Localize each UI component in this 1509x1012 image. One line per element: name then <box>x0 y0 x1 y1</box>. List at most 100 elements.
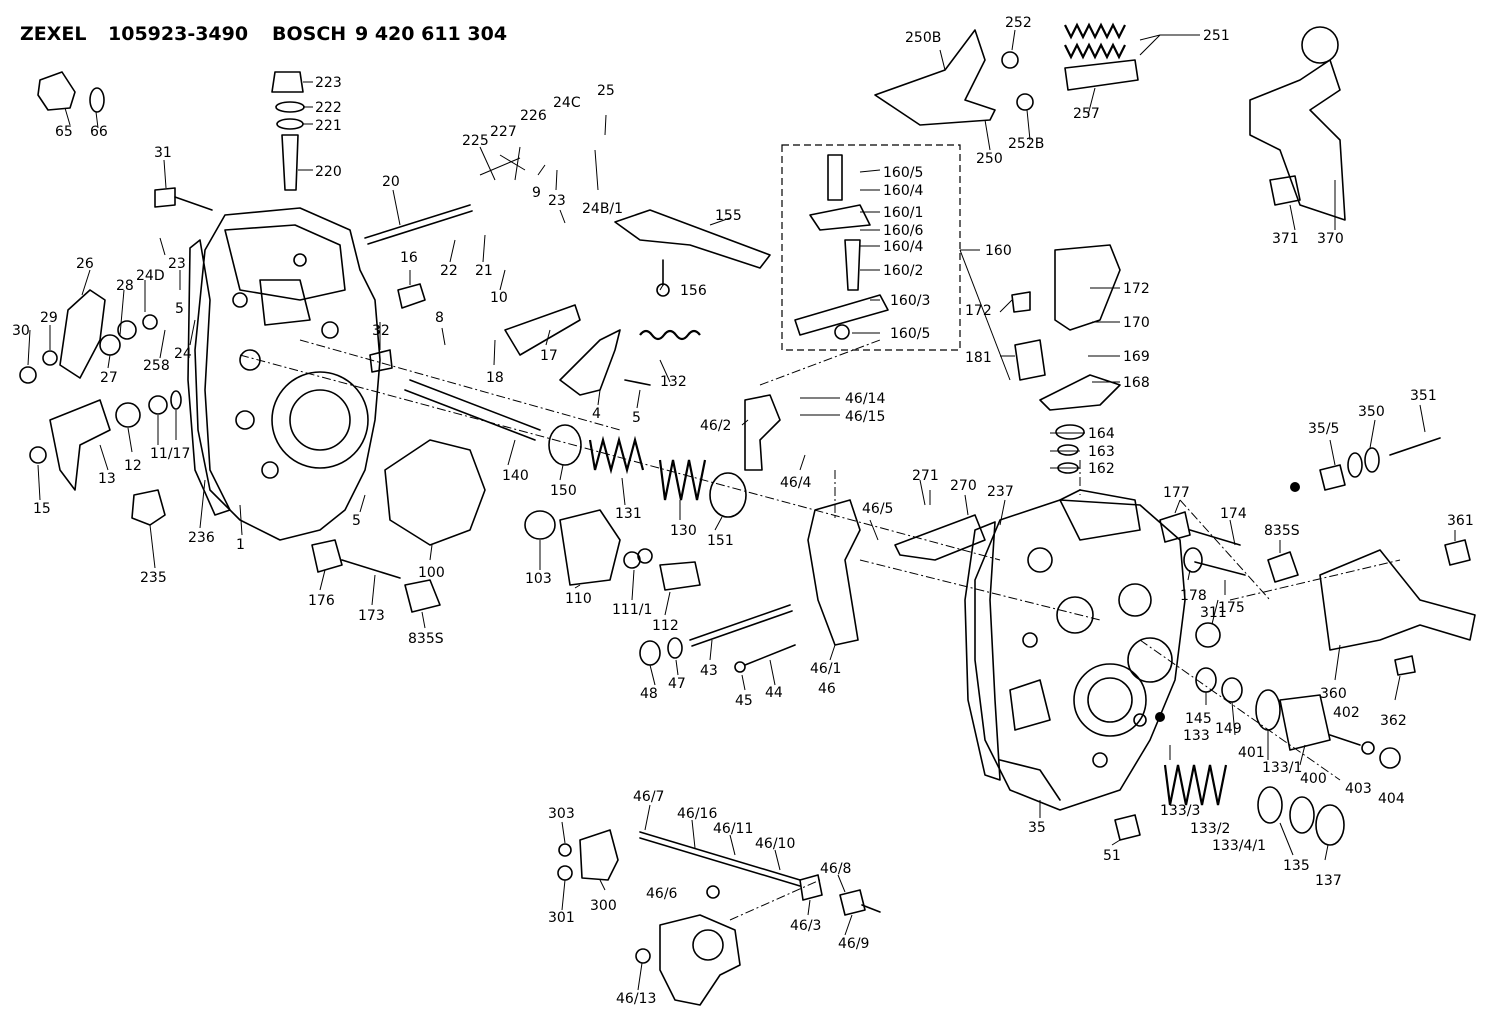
label-170: 170 <box>1123 315 1150 331</box>
label-20: 20 <box>382 174 400 190</box>
label-172-left: 172 <box>965 303 992 319</box>
label-27: 27 <box>100 370 118 386</box>
label-132: 132 <box>660 374 687 390</box>
label-402: 402 <box>1333 705 1360 721</box>
label-23-left: 23 <box>168 256 186 272</box>
label-46-2: 46/2 <box>700 418 731 434</box>
label-235: 235 <box>140 570 167 586</box>
label-5-low: 5 <box>352 513 361 529</box>
label-351: 351 <box>1410 388 1437 404</box>
label-360: 360 <box>1320 686 1347 702</box>
label-13: 13 <box>98 471 116 487</box>
label-46-3: 46/3 <box>790 918 821 934</box>
label-45: 45 <box>735 693 753 709</box>
label-250: 250 <box>976 151 1003 167</box>
label-164: 164 <box>1088 426 1115 442</box>
label-174: 174 <box>1220 506 1247 522</box>
label-225: 225 <box>462 133 489 149</box>
label-46-15: 46/15 <box>845 409 885 425</box>
label-145: 145 <box>1185 711 1212 727</box>
label-311: 311 <box>1200 605 1227 621</box>
label-133-2: 133/2 <box>1190 821 1230 837</box>
label-24c: 24C <box>553 95 581 111</box>
label-22: 22 <box>440 263 458 279</box>
label-46-8: 46/8 <box>820 861 851 877</box>
label-25: 25 <box>597 83 615 99</box>
label-29: 29 <box>40 310 58 326</box>
label-5-mid: 5 <box>632 410 641 426</box>
label-160-5-top: 160/5 <box>883 165 923 181</box>
label-175: 175 <box>1218 600 1245 616</box>
label-160: 160 <box>985 243 1012 259</box>
label-46: 46 <box>818 681 836 697</box>
label-173: 173 <box>358 608 385 624</box>
label-17: 17 <box>540 348 558 364</box>
label-16: 16 <box>400 250 418 266</box>
label-133-3: 133/3 <box>1160 803 1200 819</box>
label-46-1: 46/1 <box>810 661 841 677</box>
label-150: 150 <box>550 483 577 499</box>
label-172-right: 172 <box>1123 281 1150 297</box>
label-226: 226 <box>520 108 547 124</box>
label-112: 112 <box>652 618 679 634</box>
label-26: 26 <box>76 256 94 272</box>
label-350: 350 <box>1358 404 1385 420</box>
label-401: 401 <box>1238 745 1265 761</box>
label-155: 155 <box>715 208 742 224</box>
label-35: 35 <box>1028 820 1046 836</box>
label-370: 370 <box>1317 231 1344 247</box>
label-156: 156 <box>680 283 707 299</box>
label-400: 400 <box>1300 771 1327 787</box>
label-28: 28 <box>116 278 134 294</box>
label-250b: 250B <box>905 30 941 46</box>
label-162: 162 <box>1088 461 1115 477</box>
label-31: 31 <box>154 145 172 161</box>
label-111-1: 111/1 <box>612 602 652 618</box>
label-258: 258 <box>143 358 170 374</box>
group-box-160 <box>781 144 961 351</box>
label-24b1: 24B/1 <box>582 201 623 217</box>
label-5-left: 5 <box>175 301 184 317</box>
label-46-7: 46/7 <box>633 789 664 805</box>
label-15: 15 <box>33 501 51 517</box>
label-301: 301 <box>548 910 575 926</box>
header-brand-bosch: BOSCH <box>272 23 346 45</box>
label-12: 12 <box>124 458 142 474</box>
label-252b: 252B <box>1008 136 1044 152</box>
label-43: 43 <box>700 663 718 679</box>
label-160-4-top: 160/4 <box>883 183 923 199</box>
label-303: 303 <box>548 806 575 822</box>
label-140: 140 <box>502 468 529 484</box>
label-46-9: 46/9 <box>838 936 869 952</box>
label-32: 32 <box>372 323 390 339</box>
label-21: 21 <box>475 263 493 279</box>
label-835s-left: 835S <box>408 631 444 647</box>
label-103: 103 <box>525 571 552 587</box>
label-178: 178 <box>1180 588 1207 604</box>
label-160-4-mid: 160/4 <box>883 239 923 255</box>
label-30: 30 <box>12 323 30 339</box>
label-110: 110 <box>565 591 592 607</box>
label-223: 223 <box>315 75 342 91</box>
label-835s-right: 835S <box>1264 523 1300 539</box>
label-9: 9 <box>532 185 541 201</box>
label-168: 168 <box>1123 375 1150 391</box>
label-160-6: 160/6 <box>883 223 923 239</box>
label-151: 151 <box>707 533 734 549</box>
label-222: 222 <box>315 100 342 116</box>
label-251: 251 <box>1203 28 1230 44</box>
label-163: 163 <box>1088 444 1115 460</box>
header-zexel-number: 105923-3490 <box>108 23 248 45</box>
label-47: 47 <box>668 676 686 692</box>
label-46-13: 46/13 <box>616 991 656 1007</box>
label-403: 403 <box>1345 781 1372 797</box>
label-8: 8 <box>435 310 444 326</box>
label-149: 149 <box>1215 721 1242 737</box>
label-51: 51 <box>1103 848 1121 864</box>
label-46-16: 46/16 <box>677 806 717 822</box>
label-133-4-1: 133/4/1 <box>1212 838 1266 854</box>
label-46-14: 46/14 <box>845 391 885 407</box>
part-labels: 65 66 223 222 221 220 31 20 225 227 226 … <box>12 15 1474 1007</box>
label-252: 252 <box>1005 15 1032 31</box>
